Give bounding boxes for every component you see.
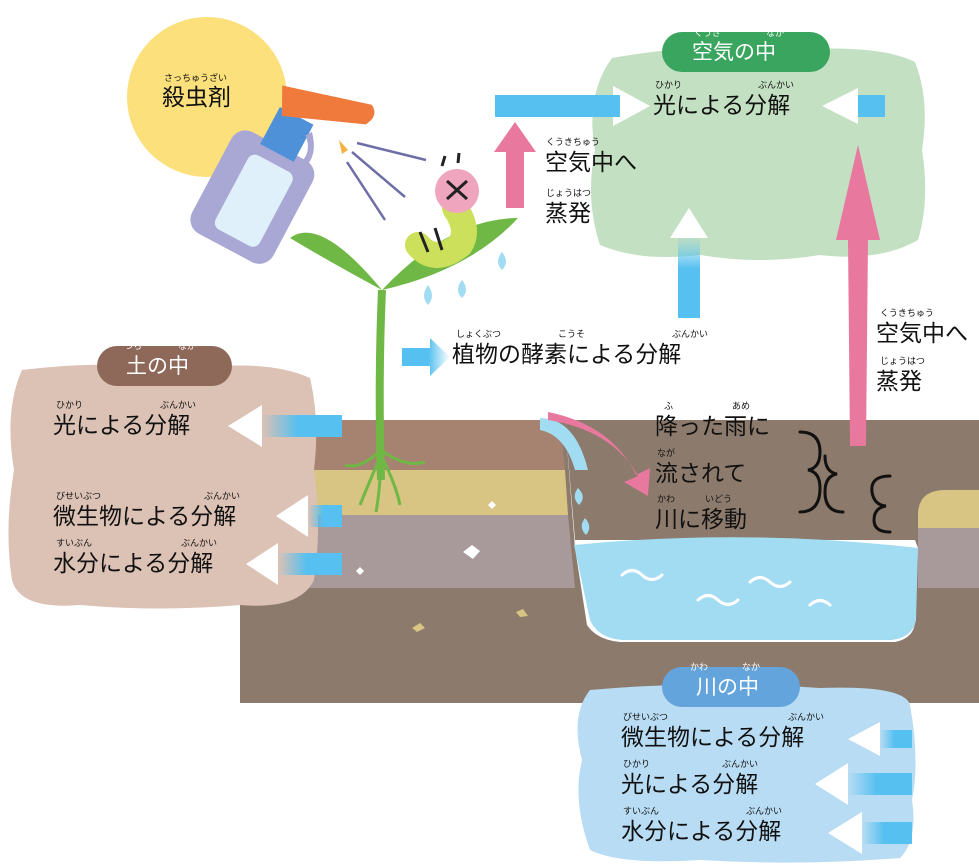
soil-item-2-ruby-2: ぶんかい (204, 492, 241, 502)
plant-ruby-3: ぶんかい (672, 330, 709, 340)
evap-left-line2: 蒸発 (545, 201, 591, 227)
soil-tag-shape (97, 346, 232, 386)
river-title-ruby-1: かわ (690, 663, 709, 673)
river-item-3-ruby-2: ぶんかい (746, 807, 783, 817)
river-tag-shape (662, 667, 800, 707)
evap-right-line2: 蒸発 (876, 369, 922, 395)
plant-ruby-1: しょくぶつ (456, 330, 502, 340)
runoff-arrow (548, 412, 650, 496)
soil-title: 土の中 (126, 354, 189, 378)
river-item-2-ruby-1: ひかり (623, 760, 651, 770)
rain-line1-ruby-1: ふ (664, 402, 674, 412)
ground (240, 420, 979, 703)
river-cloud (577, 684, 916, 863)
evap-left-line1: 空気中へ (545, 150, 637, 176)
water-drops (424, 252, 506, 305)
rain-line3: 川に移動 (655, 507, 747, 533)
rain-line1-ruby-2: あめ (732, 402, 751, 412)
soil-item-1-ruby-2: ぶんかい (160, 401, 197, 411)
evap-right-line1: 空気中へ (876, 321, 968, 347)
air-light-ruby-2: ぶんかい (758, 81, 795, 91)
rain-line3-ruby-1: かわ (657, 495, 676, 505)
water-ripples (620, 569, 832, 607)
air-tag-shape (662, 32, 830, 72)
rain-line3-ruby-2: いどう (705, 495, 733, 505)
air-title-ruby-2: なか (766, 29, 785, 39)
evap-left-ruby-1: くうきちゅう (546, 138, 600, 148)
soil-item-1-ruby-1: ひかり (56, 401, 84, 411)
river-title: 川の中 (696, 675, 759, 699)
bank-clay-layer (918, 528, 979, 588)
rain-line1: 降った雨に (655, 414, 770, 440)
evaporation-arrows (494, 122, 880, 446)
evap-right-ruby-1: くうきちゅう (880, 309, 934, 319)
river-water (574, 537, 918, 640)
spray-bottle-icon (190, 85, 427, 264)
river-title-ruby-2: なか (742, 663, 761, 673)
river-item-1-ruby-2: ぶんかい (788, 713, 825, 723)
evap-left-ruby-2: じょうはつ (546, 189, 592, 199)
soil-item-2-ruby-1: びせいぶつ (56, 492, 102, 502)
soil-item-3-ruby-2: ぶんかい (181, 539, 218, 549)
decomposition-arrows (228, 86, 912, 854)
evap-right-ruby-2: じょうはつ (880, 357, 926, 367)
soil-item-2: 微生物による分解 (53, 504, 237, 530)
soil-stones (412, 609, 528, 632)
rain-line2: 流されて (655, 461, 747, 487)
air-light-ruby-1: ひかり (655, 81, 683, 91)
river-item-2: 光による分解 (621, 772, 759, 798)
air-title: 空気の中 (692, 40, 776, 64)
plant-roots (344, 448, 426, 513)
rain-line2-ruby: なが (657, 449, 676, 459)
pesticide-ruby: さっちゅうざい (164, 74, 228, 84)
river-item-3-ruby-1: すいぶん (623, 807, 660, 817)
soil-item-3: 水分による分解 (53, 551, 214, 577)
river-item-1: 微生物による分解 (621, 725, 805, 751)
air-light-label: 光による分解 (653, 93, 791, 119)
bank-sand-layer (918, 490, 979, 528)
soil-item-1: 光による分解 (53, 413, 191, 439)
soil-title-ruby-1: つち (124, 342, 143, 352)
air-title-ruby-1: くうき (694, 29, 721, 39)
worm-icon (405, 152, 479, 268)
soil-pebbles (356, 501, 496, 575)
pesticide-label: 殺虫剤 (162, 85, 231, 111)
rain-braces (798, 430, 892, 534)
river-item-2-ruby-2: ぶんかい (722, 760, 759, 770)
sand-layer (240, 470, 568, 515)
soil-title-ruby-2: なか (178, 342, 197, 352)
soil-item-3-ruby-1: すいぶん (56, 539, 93, 549)
river-item-3: 水分による分解 (621, 819, 782, 845)
plant-ruby-2: こうそ (558, 330, 586, 340)
river-item-1-ruby-1: びせいぶつ (623, 713, 669, 723)
plant-enzyme-label: 植物の酵素による分解 (452, 342, 682, 368)
runoff-water (540, 418, 590, 535)
